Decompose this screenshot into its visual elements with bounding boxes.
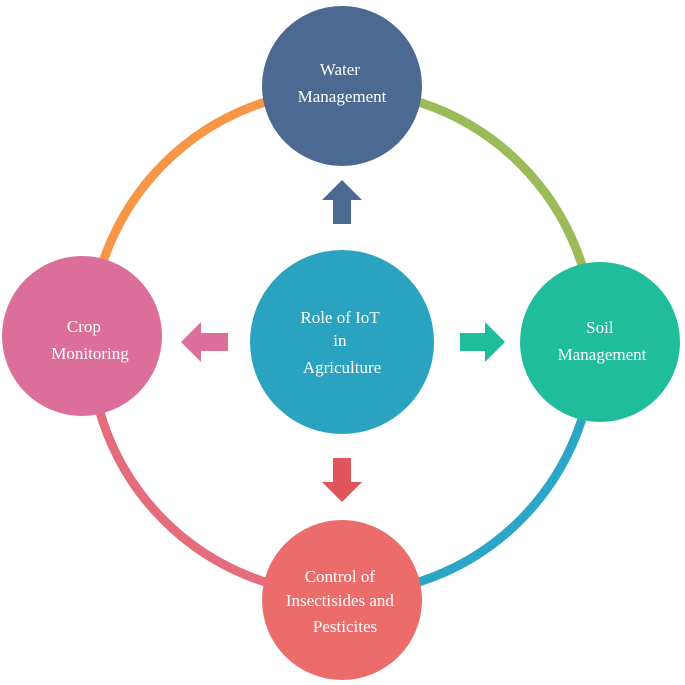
center-node: Role of IoT in Agriculture xyxy=(250,250,434,434)
control-label: Control of Insectisides and Pesticites xyxy=(286,567,398,636)
soil-management-node: Soil Management xyxy=(520,262,680,422)
arrow-down-icon xyxy=(322,458,362,502)
water-management-circle xyxy=(262,6,422,166)
center-label-line: Agriculture xyxy=(303,358,381,377)
arrow-left-icon xyxy=(181,322,228,362)
soil-management-label: Soil Management xyxy=(558,318,647,364)
control-label-line: Insectisides and xyxy=(286,591,395,610)
water-management-node: Water Management xyxy=(262,6,422,166)
soil-label-line: Soil xyxy=(586,318,614,337)
center-circle xyxy=(250,250,434,434)
crop-label-line: Crop xyxy=(67,317,101,336)
crop-monitoring-node: Crop Monitoring xyxy=(2,256,162,416)
center-label-line: Role of IoT xyxy=(300,308,380,327)
crop-monitoring-circle xyxy=(2,256,162,416)
arrow-right-icon xyxy=(460,322,505,362)
control-node: Control of Insectisides and Pesticites xyxy=(262,520,422,680)
crop-monitoring-label: Crop Monitoring xyxy=(51,317,129,363)
arrow-up-icon xyxy=(322,180,362,224)
water-label-line: Management xyxy=(298,87,387,106)
water-label-line: Water xyxy=(320,60,360,79)
control-label-line: Pesticites xyxy=(313,617,377,636)
crop-label-line: Monitoring xyxy=(51,344,129,363)
center-label: Role of IoT in Agriculture xyxy=(300,308,383,377)
control-label-line: Control of xyxy=(305,567,376,586)
control-circle xyxy=(262,520,422,680)
soil-management-circle xyxy=(520,262,680,422)
soil-label-line: Management xyxy=(558,345,647,364)
water-management-label: Water Management xyxy=(298,60,387,106)
center-label-line: in xyxy=(333,331,347,350)
